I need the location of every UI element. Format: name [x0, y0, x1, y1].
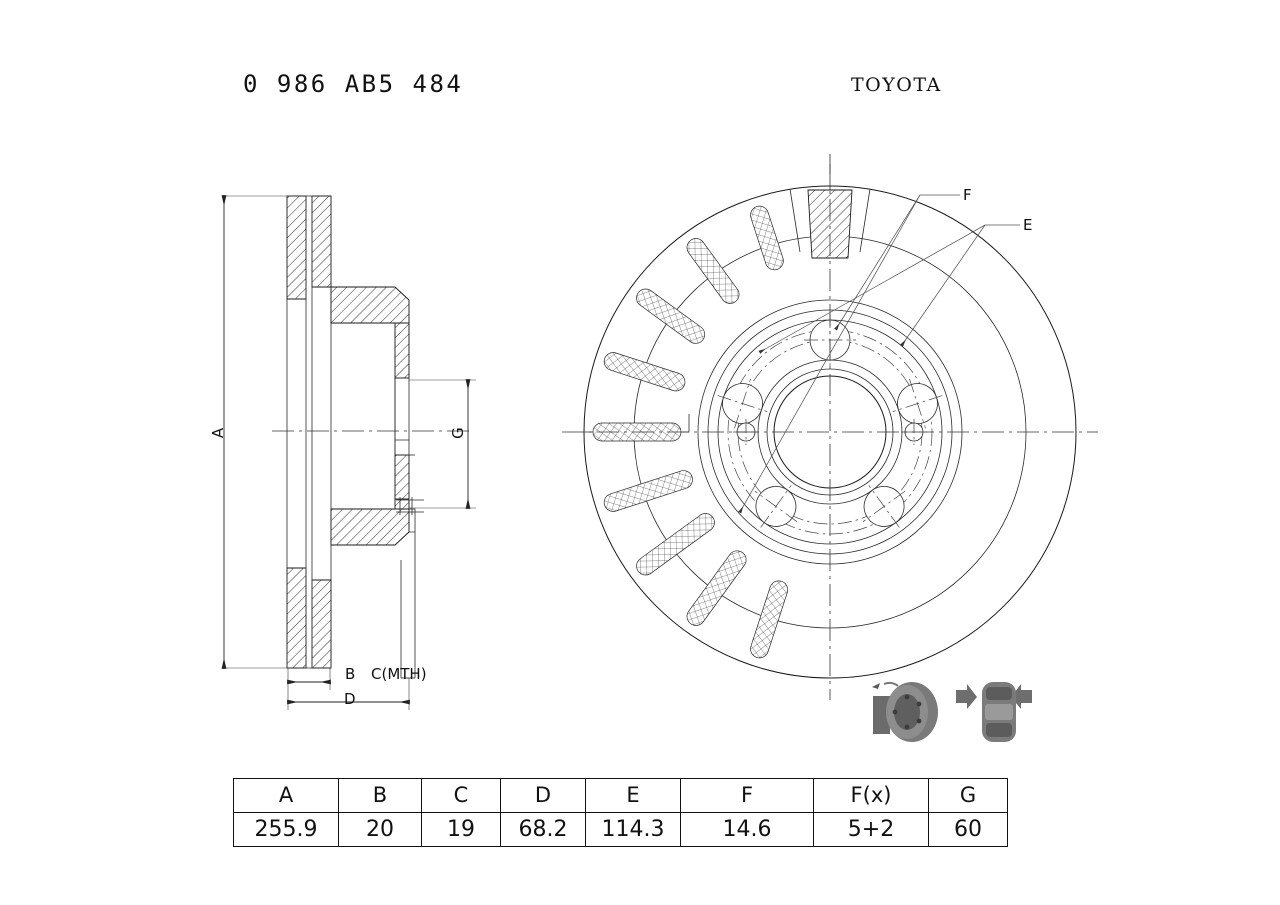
spec-value-g: 60 [928, 812, 1008, 847]
callout-f-leader [834, 194, 960, 331]
inner-friction-ring-upper [311, 195, 332, 288]
spec-header-c: C [421, 778, 501, 813]
front-axle-car-icon [956, 682, 1032, 742]
outer-friction-ring-lower [286, 567, 307, 669]
callout-f-leader-2 [738, 194, 921, 514]
spec-header-b: B [338, 778, 422, 813]
spec-table-value-row: 255.9 20 19 68.2 114.3 14.6 5+2 60 [233, 812, 1008, 847]
side-view-dimensions [221, 195, 476, 710]
spec-header-e: E [585, 778, 681, 813]
brake-pad-and-disc-icon [872, 681, 938, 742]
cooling-vanes [592, 205, 789, 659]
spec-header-fx: F(x) [813, 778, 929, 813]
spec-value-e: 114.3 [585, 812, 681, 847]
hub-flange-lower [394, 454, 410, 500]
spec-value-a: 255.9 [233, 812, 339, 847]
outer-friction-ring-upper [286, 195, 307, 300]
callout-e-leader-2 [900, 224, 986, 347]
side-section-view [272, 195, 470, 679]
inner-friction-ring-lower [311, 579, 332, 669]
spec-value-fx: 5+2 [813, 812, 929, 847]
spec-header-a: A [233, 778, 339, 813]
spec-header-d: D [500, 778, 586, 813]
spec-header-g: G [928, 778, 1008, 813]
hub-flange-lower-lip [394, 498, 410, 510]
spec-value-b: 20 [338, 812, 422, 847]
spec-value-d: 68.2 [500, 812, 586, 847]
dimension-label-a: A [209, 427, 227, 439]
brand-label: TOYOTA [851, 74, 942, 96]
hub-web-upper [330, 286, 410, 324]
dimension-label-c: C(MTH) [371, 665, 427, 683]
dimension-label-b: B [345, 665, 356, 683]
front-view [562, 154, 1098, 700]
spec-table: A B C D E F F(x) G 255.9 20 19 68.2 114.… [233, 778, 1008, 847]
spec-table-header-row: A B C D E F F(x) G [233, 778, 1008, 813]
section-cut-sector [807, 189, 853, 259]
dimension-label-g: G [449, 427, 467, 439]
spec-header-f: F [680, 778, 814, 813]
callout-label-e: E [1023, 216, 1033, 234]
callout-leaders [738, 194, 1020, 514]
spec-value-c: 19 [421, 812, 501, 847]
hub-flange-upper [394, 322, 410, 379]
part-number-label: 0 986 AB5 484 [243, 70, 464, 98]
dimension-label-d: D [344, 690, 356, 708]
hub-web-lower [330, 508, 410, 546]
spec-value-f: 14.6 [680, 812, 814, 847]
callout-label-f: F [963, 186, 972, 204]
pictograms [872, 681, 1032, 742]
